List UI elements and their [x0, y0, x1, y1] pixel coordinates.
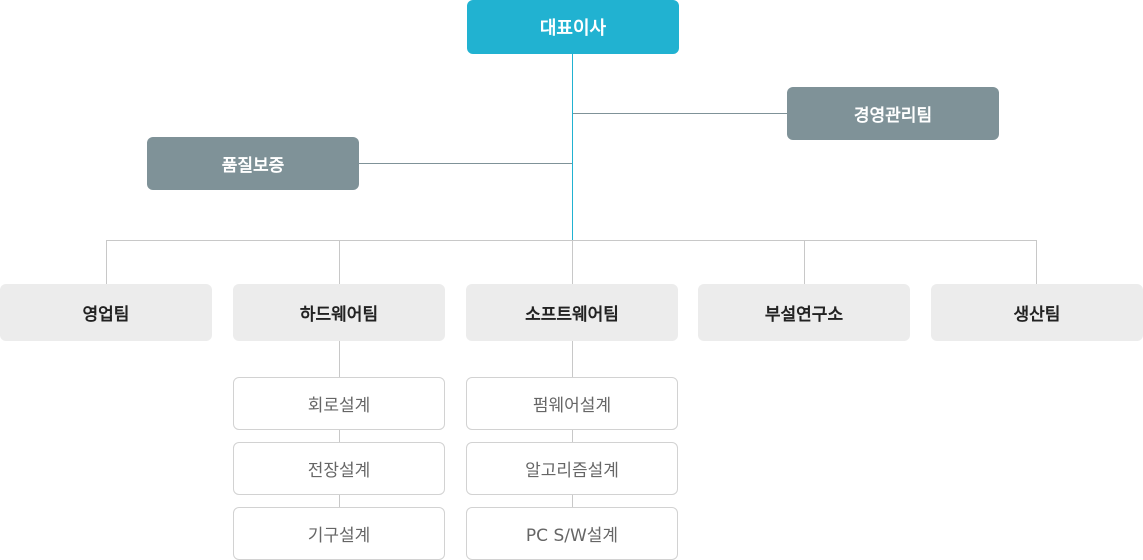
ceo-node: 대표이사 [467, 0, 679, 54]
hardware-subteam-mechanical: 기구설계 [233, 507, 445, 560]
dept-node-software: 소프트웨어팀 [466, 284, 678, 341]
department-bus-line [106, 240, 1037, 241]
hardware-subteam-electrical: 전장설계 [233, 442, 445, 495]
dept-drop-line-sales [106, 240, 107, 284]
ceo-label: 대표이사 [539, 18, 607, 39]
quality-assurance-label: 품질보증 [221, 156, 285, 176]
quality-assurance-node: 품질보증 [147, 137, 359, 190]
management-team-label: 경영관리팀 [853, 106, 933, 126]
subteam-label: 회로설계 [307, 396, 371, 416]
dept-drop-line-software [572, 240, 573, 284]
quality-branch-line [359, 163, 572, 164]
subteam-label: 펌웨어설계 [532, 396, 612, 416]
management-team-node: 경영관리팀 [787, 87, 999, 140]
subteam-label: 기구설계 [307, 526, 371, 546]
dept-drop-line-hardware [339, 240, 340, 284]
software-subteam-algorithm: 알고리즘설계 [466, 442, 678, 495]
dept-node-hardware: 하드웨어팀 [233, 284, 445, 341]
dept-label: 소프트웨어팀 [525, 305, 619, 325]
dept-label: 부설연구소 [764, 305, 844, 325]
dept-drop-line-lab [804, 240, 805, 284]
ceo-trunk-line [572, 54, 573, 241]
dept-label: 하드웨어팀 [299, 305, 379, 325]
dept-drop-line-production [1036, 240, 1037, 284]
dept-node-lab: 부설연구소 [698, 284, 910, 341]
management-branch-line [573, 113, 787, 114]
hardware-subteam-circuit: 회로설계 [233, 377, 445, 430]
subteam-label: 알고리즘설계 [525, 461, 619, 481]
dept-label: 영업팀 [82, 305, 130, 325]
software-subteam-pc-sw: PC S/W설계 [466, 507, 678, 560]
subteam-label: PC S/W설계 [525, 526, 619, 546]
software-subteam-firmware: 펌웨어설계 [466, 377, 678, 430]
dept-label: 생산팀 [1013, 305, 1061, 325]
dept-node-sales: 영업팀 [0, 284, 212, 341]
subteam-label: 전장설계 [307, 461, 371, 481]
dept-node-production: 생산팀 [931, 284, 1143, 341]
